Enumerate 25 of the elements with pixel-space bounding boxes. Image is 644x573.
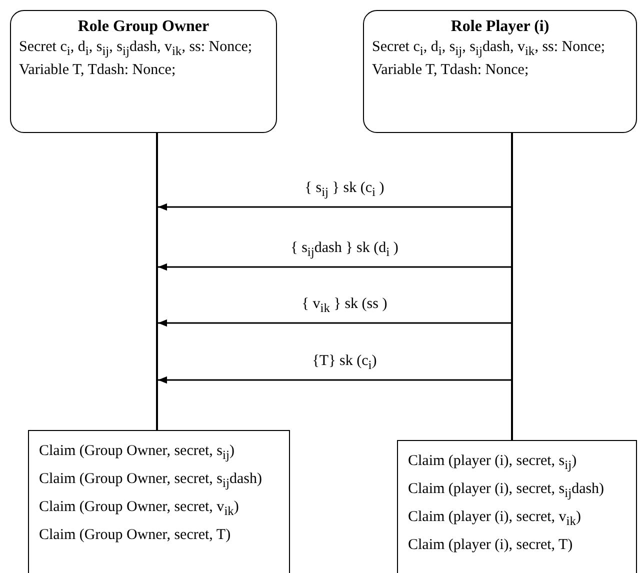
role-title: Role Group Owner: [78, 17, 210, 36]
claim-text: Claim (player (i), secret, s$_{ij}$): [408, 452, 577, 474]
declaration-text: Secret c$_{i}$, d$_{i}$, s$_{ij}$, s$_{ij}$dash, v$_{ik}$, ss: Nonce;: [372, 38, 606, 60]
lifeline: [156, 133, 158, 430]
declaration-text: Variable T, Tdash: Nonce;: [19, 61, 176, 80]
declaration-text: Secret c$_{i}$, d$_{i}$, s$_{ij}$, s$_{ij}$dash, v$_{ik}$, ss: Nonce;: [19, 38, 252, 60]
claim-text: Claim (Group Owner, secret, v$_{ik}$): [39, 498, 239, 520]
message-arrow: [158, 203, 511, 211]
message-arrow: [158, 319, 511, 327]
role-box: [363, 10, 637, 133]
claim-box: [28, 430, 290, 573]
message-arrow: [158, 376, 511, 384]
claim-text: Claim (player (i), secret, s$_{ij}$dash): [408, 480, 604, 502]
message-arrow: [158, 263, 511, 271]
claim-text: Claim (player (i), secret, v$_{ik}$): [408, 508, 582, 530]
lifeline: [511, 133, 513, 440]
claim-text: Claim (player (i), secret, T): [408, 536, 573, 555]
claim-text: Claim (Group Owner, secret, s$_{ij}$): [39, 442, 234, 464]
claim-text: Claim (Group Owner, secret, T): [39, 526, 231, 545]
message-label: { s$_{ij}$dash } sk (d$_{i}$ ): [288, 239, 400, 261]
claim-text: Claim (Group Owner, secret, s$_{ij}$dash): [39, 470, 262, 492]
declaration-text: Variable T, Tdash: Nonce;: [372, 61, 529, 80]
claim-box: [397, 440, 637, 573]
role-title: Role Player (i): [450, 17, 550, 36]
role-box: [10, 10, 277, 133]
